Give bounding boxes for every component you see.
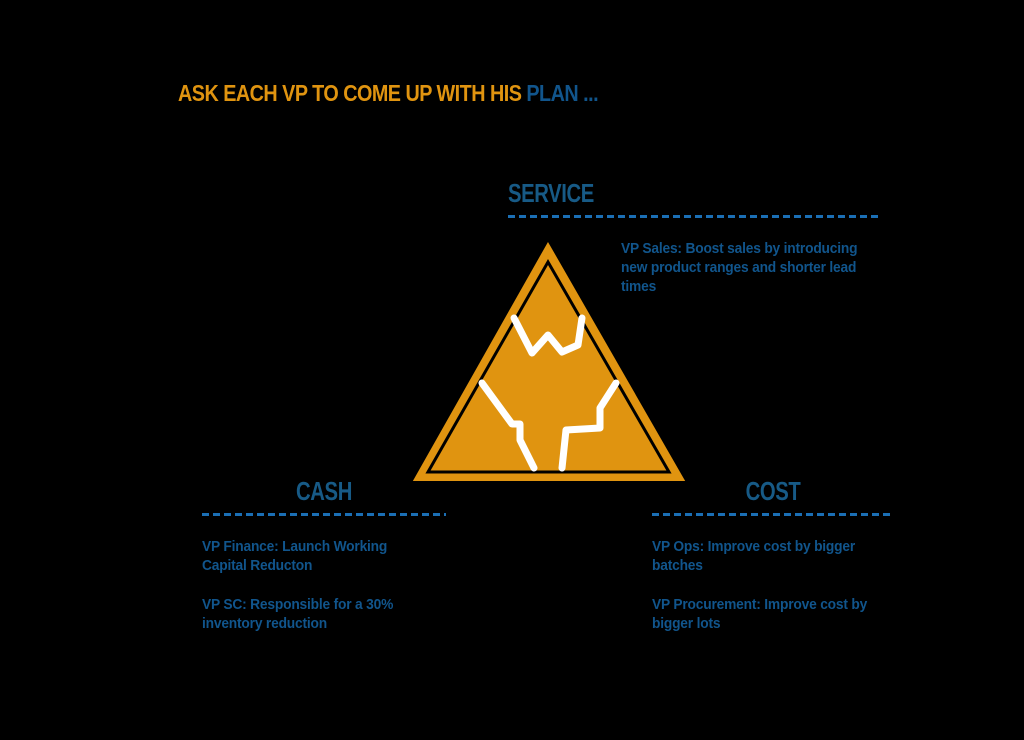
triangle-inner-outline bbox=[425, 258, 672, 474]
list-item: VP Finance: Launch Working Capital Reduc… bbox=[202, 539, 388, 575]
section-items-cost: VP Ops: Improve cost by bigger batches V… bbox=[652, 538, 892, 635]
page-title: ASK EACH VP TO COME UP WITH HIS PLAN ... bbox=[178, 80, 599, 107]
list-item: VP Procurement: Improve cost by bigger l… bbox=[652, 597, 868, 633]
section-rule-cost bbox=[652, 513, 894, 516]
section-rule-service bbox=[508, 215, 879, 218]
section-cash: CASH VP Finance: Launch Working Capital … bbox=[202, 478, 446, 635]
section-heading-service: SERVICE bbox=[508, 178, 594, 208]
section-heading-cost: COST bbox=[745, 476, 801, 506]
crack-upper bbox=[510, 314, 586, 357]
section-cost: COST VP Ops: Improve cost by bigger batc… bbox=[652, 478, 894, 635]
list-item: VP SC: Responsible for a 30% inventory r… bbox=[202, 597, 394, 633]
page-title-highlight: ASK EACH VP TO COME UP WITH HIS bbox=[178, 80, 527, 106]
list-item: VP Sales: Boost sales by introducing new… bbox=[621, 241, 858, 296]
crack-lower-left bbox=[478, 379, 538, 472]
section-items-service: VP Sales: Boost sales by introducing new… bbox=[621, 240, 881, 297]
section-items-cash: VP Finance: Launch Working Capital Reduc… bbox=[202, 538, 434, 635]
section-service: SERVICE VP Sales: Boost sales by introdu… bbox=[508, 180, 880, 297]
cracked-triangle-icon bbox=[410, 240, 690, 490]
page-title-accent: PLAN ... bbox=[526, 80, 599, 106]
section-rule-cash bbox=[202, 513, 446, 516]
section-heading-cash: CASH bbox=[296, 476, 352, 506]
list-item: VP Ops: Improve cost by bigger batches bbox=[652, 539, 856, 575]
crack-lower-right bbox=[558, 379, 620, 472]
